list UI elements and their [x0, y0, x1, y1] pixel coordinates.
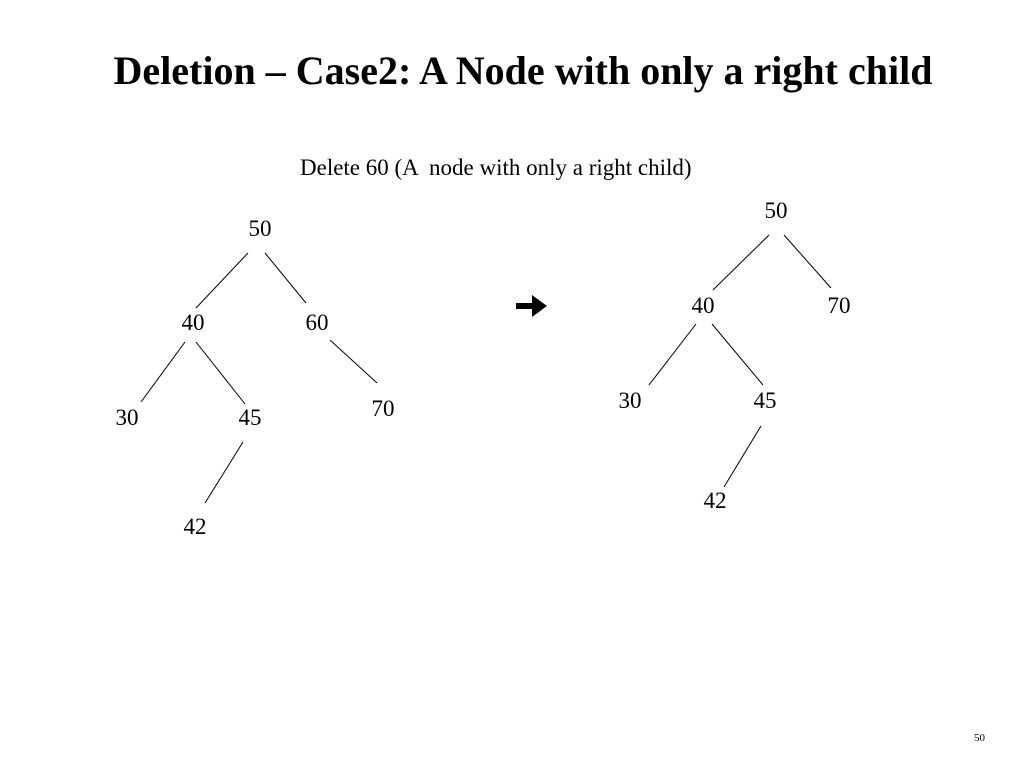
before-edge-45-42 [204, 441, 244, 504]
slide-title: Deletion – Case2: A Node with only a rig… [113, 48, 933, 93]
after-node-30: 30 [618, 388, 642, 413]
before-node-45: 45 [238, 405, 262, 430]
after-edge-40-30 [648, 323, 697, 386]
before-edge-50-60 [264, 252, 307, 304]
slide-subtitle: Delete 60 (A node with only a right chil… [300, 155, 692, 180]
after-edge-45-42 [723, 425, 762, 488]
after-edge-40-45 [711, 323, 764, 386]
before-edge-40-45 [195, 341, 246, 405]
after-node-40: 40 [691, 293, 715, 318]
before-node-42: 42 [183, 514, 207, 539]
before-node-50: 50 [248, 216, 272, 241]
before-edge-40-30 [140, 341, 186, 403]
before-edge-60-70 [329, 339, 378, 384]
after-edge-50-40 [712, 234, 770, 291]
after-node-70: 70 [827, 293, 851, 318]
before-node-40: 40 [181, 310, 205, 335]
page-number: 50 [974, 732, 985, 744]
after-node-45: 45 [753, 388, 777, 413]
after-node-42: 42 [703, 488, 727, 513]
right-arrow-icon [516, 295, 547, 317]
before-node-70: 70 [371, 396, 395, 421]
before-node-60: 60 [305, 310, 329, 335]
after-node-50: 50 [764, 198, 788, 223]
before-node-30: 30 [115, 405, 139, 430]
after-edge-50-70 [783, 234, 832, 289]
before-edge-50-40 [195, 252, 249, 309]
